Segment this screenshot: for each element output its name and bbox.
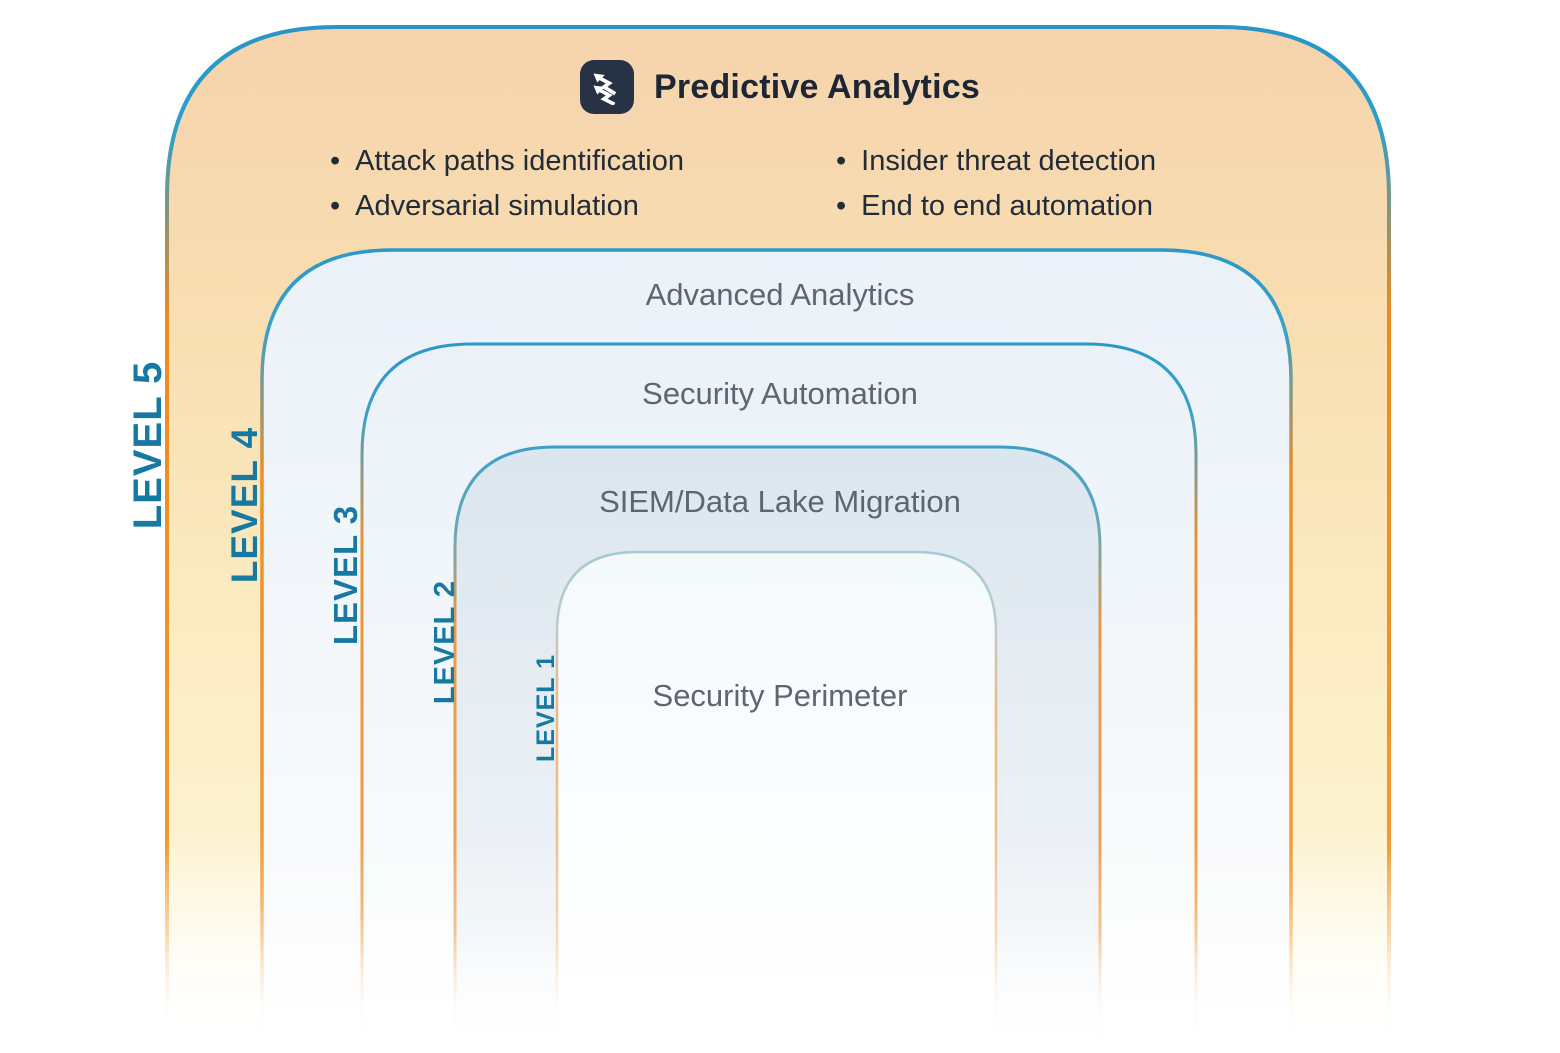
bullet-dot: • <box>836 190 847 222</box>
level-1-label: LEVEL 1 <box>532 654 560 762</box>
level-5-label: LEVEL 5 <box>126 360 170 530</box>
level-4-label: LEVEL 4 <box>224 426 265 584</box>
bullet-dot: • <box>836 145 847 177</box>
bullet-item: • Attack paths identification <box>330 139 684 184</box>
bullet-item: • Insider threat detection <box>836 139 1156 184</box>
level-2-label: LEVEL 2 <box>429 579 461 705</box>
level-3-label: LEVEL 3 <box>327 504 364 646</box>
level-5-title: Predictive Analytics <box>654 67 980 106</box>
bullet-dot: • <box>330 190 341 222</box>
bullet-item: • End to end automation <box>836 184 1156 229</box>
level-5-bullets-left: • Attack paths identification • Adversar… <box>330 139 684 229</box>
bullet-dot: • <box>330 145 341 177</box>
bullet-item: • Adversarial simulation <box>330 184 684 229</box>
bullet-text: End to end automation <box>861 190 1153 222</box>
predictive-analytics-logo-icon <box>580 60 635 114</box>
level-2-title: SIEM/Data Lake Migration <box>599 484 961 519</box>
level-1-title: Security Perimeter <box>652 678 908 713</box>
level-4-title: Advanced Analytics <box>645 277 915 312</box>
level-5-header: Predictive Analytics <box>0 60 1560 114</box>
bullet-text: Attack paths identification <box>355 145 685 177</box>
level-3-title: Security Automation <box>642 376 918 411</box>
bullet-text: Adversarial simulation <box>355 190 639 222</box>
level-5-bullets-right: • Insider threat detection • End to end … <box>836 139 1156 229</box>
level-1-ring <box>555 550 998 1053</box>
bullet-text: Insider threat detection <box>861 145 1157 177</box>
